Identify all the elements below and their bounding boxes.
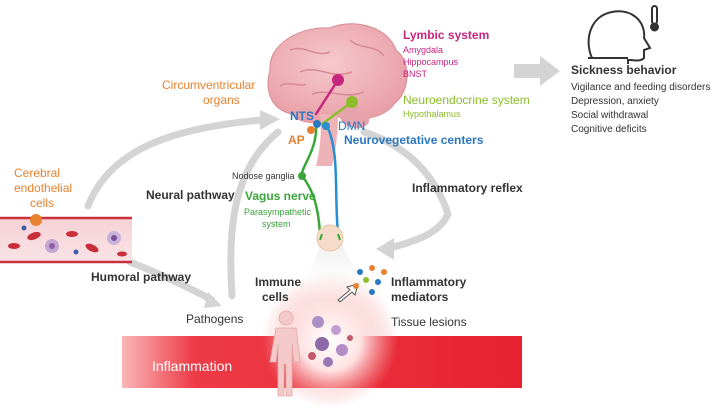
cerebral-endothelial-node	[30, 214, 42, 226]
vagus-terminal	[316, 224, 344, 252]
pathway-arrows	[84, 116, 452, 304]
lymbic-system-title: Lymbic system	[403, 28, 490, 42]
lymbic-connector	[314, 78, 340, 116]
inflammatory-reflex-label: Inflammatory reflex	[412, 181, 523, 195]
lymbic-item-hippocampus: Hippocampus	[403, 57, 459, 67]
inflammatory-mediators-label-line2: mediators	[391, 290, 449, 304]
sickness-behavior-list: Vigilance and feeding disorders Depressi…	[571, 81, 710, 137]
neuroendocrine-node	[346, 96, 358, 108]
lymbic-item-bnst: BNST	[403, 69, 428, 79]
lymbic-item-amygdala: Amygdala	[403, 45, 444, 55]
nodose-ganglia-label: Nodose ganglia	[232, 171, 295, 181]
inflammatory-mediators-label-line1: Inflammatory	[391, 275, 467, 289]
human-figure-icon	[269, 310, 301, 397]
neural-pathway-label: Neural pathway	[146, 188, 235, 202]
sickness-item: Vigilance and feeding disorders	[571, 82, 711, 93]
pathogens-label: Pathogens	[186, 312, 244, 326]
neurovegetative-centers-label: Neurovegetative centers	[344, 133, 484, 147]
neuroendocrine-item-hypothalamus: Hypothalamus	[403, 109, 461, 119]
arrow-head-humoral	[204, 292, 222, 308]
cerebral-label-line2: endothelial	[14, 181, 73, 195]
immune-cells-label-line2: cells	[262, 290, 289, 304]
sickness-arrow	[514, 56, 560, 86]
endothelial-to-brain-arrow	[84, 116, 266, 210]
vagus-efferent-line	[324, 122, 340, 236]
arrow-heads	[204, 110, 394, 308]
tissue-lesions-label: Tissue lesions	[391, 315, 467, 329]
cerebral-label-line1: Cerebral	[14, 166, 61, 180]
blood-vessel-icon	[0, 216, 132, 264]
inflammation-site-glow	[262, 272, 398, 408]
dmn-node	[322, 122, 330, 130]
inflammatory-reflex-arrow	[360, 128, 452, 252]
inflammation-label: Inflammation	[152, 358, 233, 374]
inflammatory-mediators-dots	[353, 265, 387, 295]
neuroendocrine-system-title: Neuroendocrine system	[403, 93, 530, 107]
lymbic-node	[332, 74, 344, 86]
parasympathetic-label-line1: Parasympathetic	[244, 207, 312, 217]
dmn-label: DMN	[338, 119, 366, 133]
humoral-pathway-label: Humoral pathway	[91, 270, 192, 284]
ap-node	[307, 126, 315, 134]
sickness-item: Cognitive deficits	[571, 124, 647, 135]
immune-cells-cluster	[308, 316, 353, 367]
ap-label: AP	[288, 133, 305, 147]
vagus-nerve-label: Vagus nerve	[245, 189, 316, 203]
mediators-release-arrow	[337, 283, 359, 303]
humoral-pathway-arrow	[126, 258, 216, 304]
sickness-item: Social withdrawal	[571, 110, 649, 121]
circumventricular-label-line2: organs	[203, 93, 240, 107]
circumventricular-label-line1: Circumventricular	[162, 78, 256, 92]
nts-label: NTS	[290, 109, 314, 123]
arrow-head-brain	[260, 110, 280, 130]
brain-icon	[267, 23, 408, 166]
cerebral-label-line3: cells	[30, 196, 55, 210]
arrow-head-reflex	[376, 238, 394, 260]
sickness-item: Depression, anxiety	[571, 96, 659, 107]
neuroendocrine-connector	[320, 100, 354, 126]
neural-pathway-arrow	[227, 128, 282, 300]
parasympathetic-label-line2: system	[262, 219, 291, 229]
nts-node	[313, 120, 321, 128]
immune-cells-label-line1: Immune	[255, 275, 302, 289]
sickness-behavior-title: Sickness behavior	[571, 63, 677, 77]
nodose-ganglia-node	[298, 172, 306, 180]
head-with-thermometer-icon	[587, 5, 659, 64]
